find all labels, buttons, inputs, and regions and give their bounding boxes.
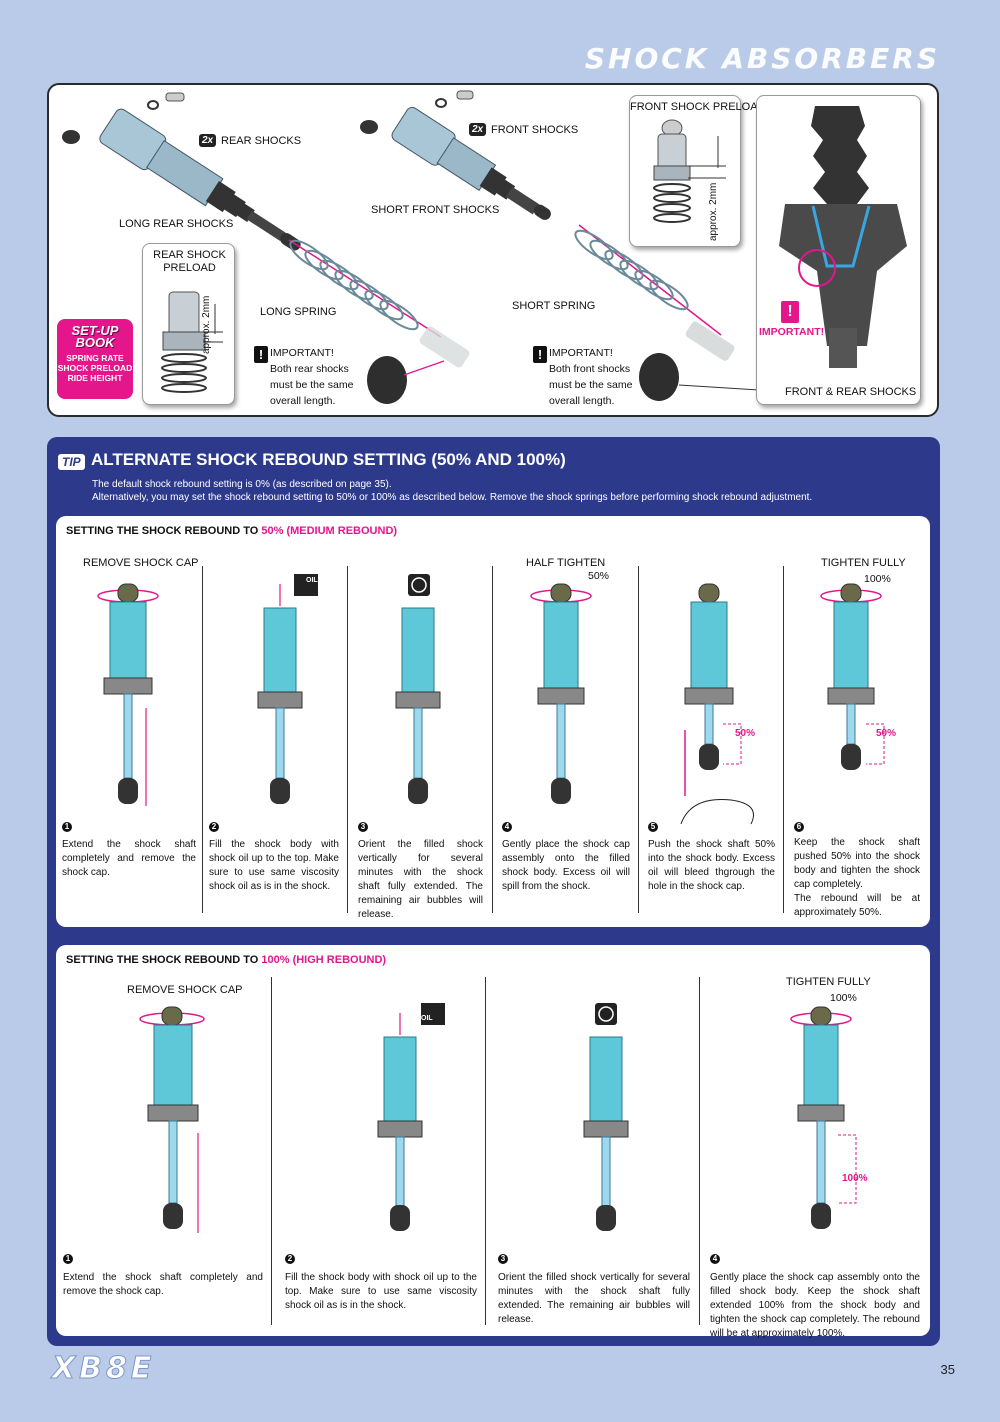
step6-50-marker: 50% bbox=[876, 728, 897, 739]
shock-step2 bbox=[257, 574, 318, 804]
oil-icon-label: OIL bbox=[421, 1015, 433, 1022]
half-tighten-percent: 50% bbox=[588, 570, 610, 582]
step-text: Fill the shock body with shock oil up to… bbox=[209, 839, 339, 892]
step-number: 5 bbox=[648, 822, 658, 832]
rebound-100-title: SETTING THE SHOCK REBOUND TO 100% (HIGH … bbox=[66, 954, 386, 966]
rear-preload-label: REAR SHOCK PRELOAD bbox=[153, 249, 226, 274]
rear-shocks-label: REAR SHOCKS bbox=[221, 135, 302, 147]
rebound-100-title-highlight: 100% (HIGH REBOUND) bbox=[261, 954, 387, 966]
rear-preload-inset: REAR SHOCK PRELOAD approx. 2mm bbox=[142, 243, 235, 405]
step-number: 6 bbox=[794, 822, 804, 832]
step-number: 2 bbox=[209, 822, 219, 832]
setup-book-items: SPRING RATE SHOCK PRELOAD RIDE HEIGHT bbox=[57, 353, 133, 383]
step-number: 1 bbox=[63, 1254, 73, 1264]
front-preload-label: FRONT SHOCK PRELOAD bbox=[630, 101, 766, 113]
tip-description: The default shock rebound setting is 0% … bbox=[92, 478, 812, 504]
tip-badge: TIP bbox=[58, 454, 85, 470]
step-divider bbox=[699, 977, 700, 1325]
step-text: Gently place the shock cap assembly onto… bbox=[502, 839, 630, 892]
front-approx-label: approx. 2mm bbox=[708, 182, 719, 241]
step-divider bbox=[485, 977, 486, 1325]
tip-title: ALTERNATE SHOCK REBOUND SETTING (50% AND… bbox=[91, 450, 566, 469]
oil-icon-label: OIL bbox=[306, 577, 318, 584]
step-number: 2 bbox=[285, 1254, 295, 1264]
xb8e-logo: XB8E bbox=[51, 1351, 156, 1387]
tighten-fully-label: TIGHTEN FULLY bbox=[821, 557, 906, 569]
front-shocks-label: FRONT SHOCKS bbox=[491, 124, 579, 136]
step-text: Orient the filled shock vertically for s… bbox=[498, 1272, 690, 1325]
rebound-100-section: SETTING THE SHOCK REBOUND TO 100% (HIGH … bbox=[56, 945, 930, 1339]
important-rear-icon: ! bbox=[254, 346, 268, 363]
remove-cap-label: REMOVE SHOCK CAP bbox=[127, 984, 243, 996]
step-divider bbox=[783, 566, 784, 913]
setup-book-badge: SET-UP BOOK SPRING RATE SHOCK PRELOAD RI… bbox=[57, 319, 133, 399]
important-front-icon: ! bbox=[533, 346, 547, 363]
remove-cap-label: REMOVE SHOCK CAP bbox=[83, 557, 199, 569]
rear-approx-label: approx. 2mm bbox=[201, 295, 212, 354]
step-divider bbox=[347, 566, 348, 913]
step-divider bbox=[271, 977, 272, 1325]
step-text: Keep the shock shaft pushed 50% into the… bbox=[794, 837, 920, 918]
long-rear-shocks-label: LONG REAR SHOCKS bbox=[119, 218, 234, 230]
step-number: 1 bbox=[62, 822, 72, 832]
step-divider bbox=[638, 566, 639, 913]
front-shock-illustration bbox=[360, 90, 760, 401]
rebound-50-title-prefix: SETTING THE SHOCK REBOUND TO bbox=[66, 525, 262, 537]
shock-100-step3 bbox=[583, 1003, 629, 1231]
rear-preload-illustration bbox=[161, 291, 223, 393]
shock-step6 bbox=[820, 583, 885, 770]
step-text: Extend the shock shaft completely and re… bbox=[62, 839, 196, 878]
half-tighten-label: HALF TIGHTEN bbox=[526, 557, 606, 569]
tighten-fully-percent: 100% bbox=[830, 992, 857, 1004]
shock-step1 bbox=[97, 583, 159, 806]
shock-step4 bbox=[530, 583, 592, 804]
boot-illustration bbox=[779, 106, 907, 368]
step-divider bbox=[202, 566, 203, 913]
important-front-text: IMPORTANT! Both front shocks must be the… bbox=[549, 347, 633, 407]
step-number: 3 bbox=[498, 1254, 508, 1264]
long-spring-label: LONG SPRING bbox=[260, 306, 337, 318]
setup-book-title: SET-UP BOOK bbox=[71, 323, 119, 350]
step-text: Gently place the shock cap assembly onto… bbox=[710, 1272, 920, 1339]
step-number: 4 bbox=[502, 822, 512, 832]
page-title: SHOCK ABSORBERS bbox=[584, 42, 940, 75]
tip-line-2: Alternatively, you may set the shock reb… bbox=[92, 492, 813, 503]
step-divider bbox=[492, 566, 493, 913]
tip-panel: TIP ALTERNATE SHOCK REBOUND SETTING (50%… bbox=[47, 437, 940, 1346]
boot-important-label: IMPORTANT! bbox=[759, 326, 825, 338]
shock-100-step4 bbox=[790, 1006, 857, 1229]
tip-line-1: The default shock rebound setting is 0% … bbox=[92, 479, 392, 490]
step-text: Extend the shock shaft completely and re… bbox=[63, 1272, 263, 1297]
front-rear-shocks-label: FRONT & REAR SHOCKS bbox=[785, 386, 917, 398]
shock-100-step1 bbox=[139, 1006, 205, 1233]
exploded-view-panel: 2x REAR SHOCKS LONG REAR SHOCKS LONG SPR… bbox=[47, 83, 939, 417]
front-preload-inset: FRONT SHOCK PRELOAD approx. 2mm bbox=[629, 95, 766, 247]
rear-shock-illustration bbox=[62, 92, 470, 404]
front-preload-illustration bbox=[653, 119, 726, 223]
rebound-50-section: SETTING THE SHOCK REBOUND TO 50% (MEDIUM… bbox=[56, 516, 930, 927]
step-text: Fill the shock body with shock oil up to… bbox=[285, 1272, 477, 1311]
short-front-shocks-label: SHORT FRONT SHOCKS bbox=[371, 204, 500, 216]
important-rear-text: IMPORTANT! Both rear shocks must be the … bbox=[270, 347, 354, 407]
shock-100-step2 bbox=[377, 1003, 445, 1231]
boot-important-icon: ! bbox=[781, 301, 799, 323]
tighten-fully-percent: 100% bbox=[864, 573, 891, 585]
step-text: Orient the filled shock vertically for s… bbox=[358, 839, 483, 920]
rebound-50-title: SETTING THE SHOCK REBOUND TO 50% (MEDIUM… bbox=[66, 525, 397, 537]
boot-inset: ! IMPORTANT! FRONT & REAR SHOCKS bbox=[756, 95, 921, 405]
step5-50-marker: 50% bbox=[735, 728, 756, 739]
page-number: 35 bbox=[940, 1362, 955, 1377]
step-text: Push the shock shaft 50% into the shock … bbox=[648, 839, 775, 892]
step-number: 4 bbox=[710, 1254, 720, 1264]
step4-100-marker: 100% bbox=[842, 1173, 868, 1184]
step-number: 3 bbox=[358, 822, 368, 832]
front-count-badge: 2x bbox=[469, 123, 487, 136]
shock-step5 bbox=[680, 583, 754, 825]
short-spring-label: SHORT SPRING bbox=[512, 300, 596, 312]
rebound-50-title-highlight: 50% (MEDIUM REBOUND) bbox=[261, 525, 398, 537]
shock-step3 bbox=[395, 574, 441, 804]
rear-count-badge: 2x bbox=[199, 134, 217, 147]
rebound-100-title-prefix: SETTING THE SHOCK REBOUND TO bbox=[66, 954, 262, 966]
tighten-fully-label: TIGHTEN FULLY bbox=[786, 976, 871, 988]
